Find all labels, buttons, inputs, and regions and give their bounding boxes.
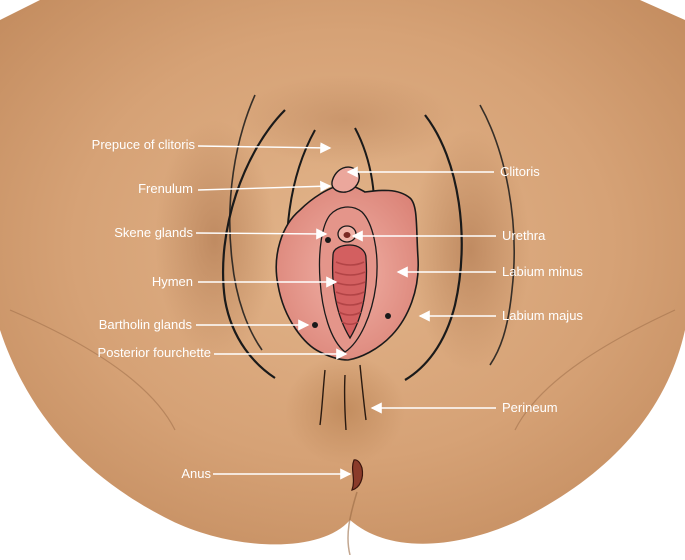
label-hymen: Hymen bbox=[151, 274, 193, 289]
vaginal-rugae bbox=[334, 261, 366, 326]
urethral-meatus bbox=[343, 232, 351, 238]
perineal-lines bbox=[319, 364, 367, 431]
left-thigh-line bbox=[9, 309, 176, 431]
label-prepuce: Prepuce of clitoris bbox=[91, 137, 195, 152]
leader-prepuce bbox=[197, 142, 332, 154]
label-anus: Anus bbox=[181, 466, 211, 481]
label-labium-minus: Labium minus bbox=[502, 264, 583, 279]
labium-majus-left-outer bbox=[221, 109, 286, 379]
label-urethra: Urethra bbox=[502, 228, 546, 243]
leader-skene bbox=[195, 228, 328, 240]
gluteal-cleft bbox=[347, 491, 358, 556]
mons-shadow bbox=[235, 75, 455, 165]
skene-gland-dot bbox=[325, 237, 331, 243]
label-perineum: Perineum bbox=[502, 400, 558, 415]
label-bartholin: Bartholin glands bbox=[98, 317, 192, 332]
bartholin-gland-right-dot bbox=[385, 313, 391, 319]
right-thigh-line bbox=[514, 309, 676, 431]
leader-frenulum bbox=[197, 180, 332, 192]
label-skene: Skene glands bbox=[114, 225, 193, 240]
bartholin-gland-left-dot bbox=[312, 322, 318, 328]
leader-lines bbox=[195, 142, 496, 480]
anus-shape bbox=[351, 459, 364, 491]
right-groin-shadow bbox=[410, 130, 530, 370]
left-groin-line bbox=[228, 94, 263, 351]
label-clitoris: Clitoris bbox=[500, 164, 540, 179]
vaginal-opening bbox=[331, 244, 368, 340]
label-labium-majus: Labium majus bbox=[502, 308, 583, 323]
left-groin-shadow bbox=[155, 120, 275, 360]
label-fourchette: Posterior fourchette bbox=[97, 345, 211, 360]
labium-majus-right-outer bbox=[404, 114, 463, 381]
label-frenulum: Frenulum bbox=[138, 181, 193, 196]
right-groin-line bbox=[479, 104, 515, 366]
